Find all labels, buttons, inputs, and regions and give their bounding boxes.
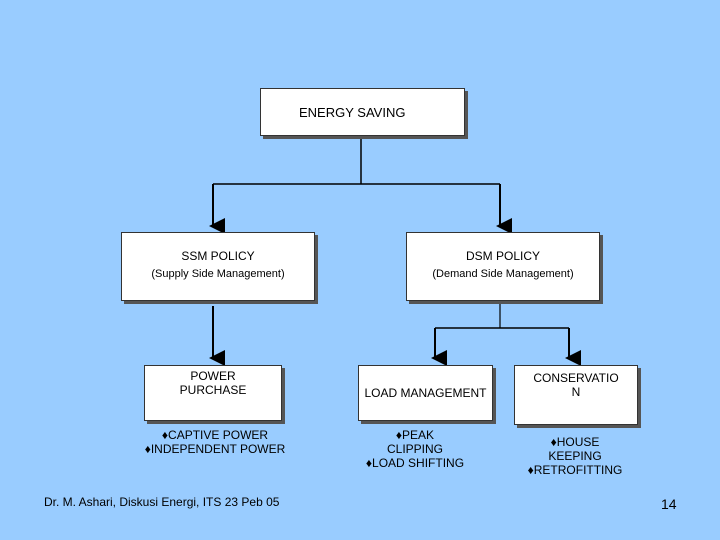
- power-purchase-list: ♦CAPTIVE POWER ♦INDEPENDENT POWER: [110, 428, 320, 456]
- dsm-policy-title: DSM POLICY: [465, 249, 540, 263]
- energy-saving-box: ENERGY SAVING: [260, 88, 465, 136]
- conservation-list: ♦HOUSE KEEPING ♦RETROFITTING: [500, 435, 650, 477]
- dsm-policy-box: DSM POLICY (Demand Side Management): [406, 232, 600, 301]
- energy-saving-label: ENERGY SAVING: [299, 104, 406, 120]
- conservation-label-line1: CONSERVATIO: [533, 371, 619, 385]
- load-management-label: LOAD MANAGEMENT: [364, 386, 487, 400]
- list-item: ♦INDEPENDENT POWER: [144, 442, 286, 456]
- ssm-policy-subtitle: (Supply Side Management): [151, 268, 285, 280]
- list-item: ♦PEAK: [395, 428, 435, 442]
- list-item: ♦HOUSE: [550, 435, 600, 449]
- list-item: ♦CAPTIVE POWER: [161, 428, 269, 442]
- list-item: CLIPPING: [386, 442, 443, 456]
- page-number: 14: [661, 496, 677, 512]
- footer-text: Dr. M. Ashari, Diskusi Energi, ITS 23 Pe…: [44, 495, 280, 509]
- list-item: ♦RETROFITTING: [527, 463, 623, 477]
- conservation-box: CONSERVATIO N: [514, 365, 638, 425]
- list-item: KEEPING: [548, 449, 602, 463]
- load-management-list: ♦PEAK CLIPPING ♦LOAD SHIFTING: [340, 428, 490, 470]
- power-purchase-box: POWER PURCHASE: [144, 365, 282, 421]
- load-management-box: LOAD MANAGEMENT: [358, 365, 493, 421]
- power-purchase-label-line2: PURCHASE: [179, 383, 247, 397]
- dsm-policy-subtitle: (Demand Side Management): [432, 268, 574, 280]
- conservation-label-line2: N: [571, 385, 581, 399]
- list-item: ♦LOAD SHIFTING: [365, 456, 465, 470]
- ssm-policy-box: SSM POLICY (Supply Side Management): [121, 232, 315, 301]
- power-purchase-label-line1: POWER: [190, 369, 236, 383]
- ssm-policy-title: SSM POLICY: [181, 249, 255, 263]
